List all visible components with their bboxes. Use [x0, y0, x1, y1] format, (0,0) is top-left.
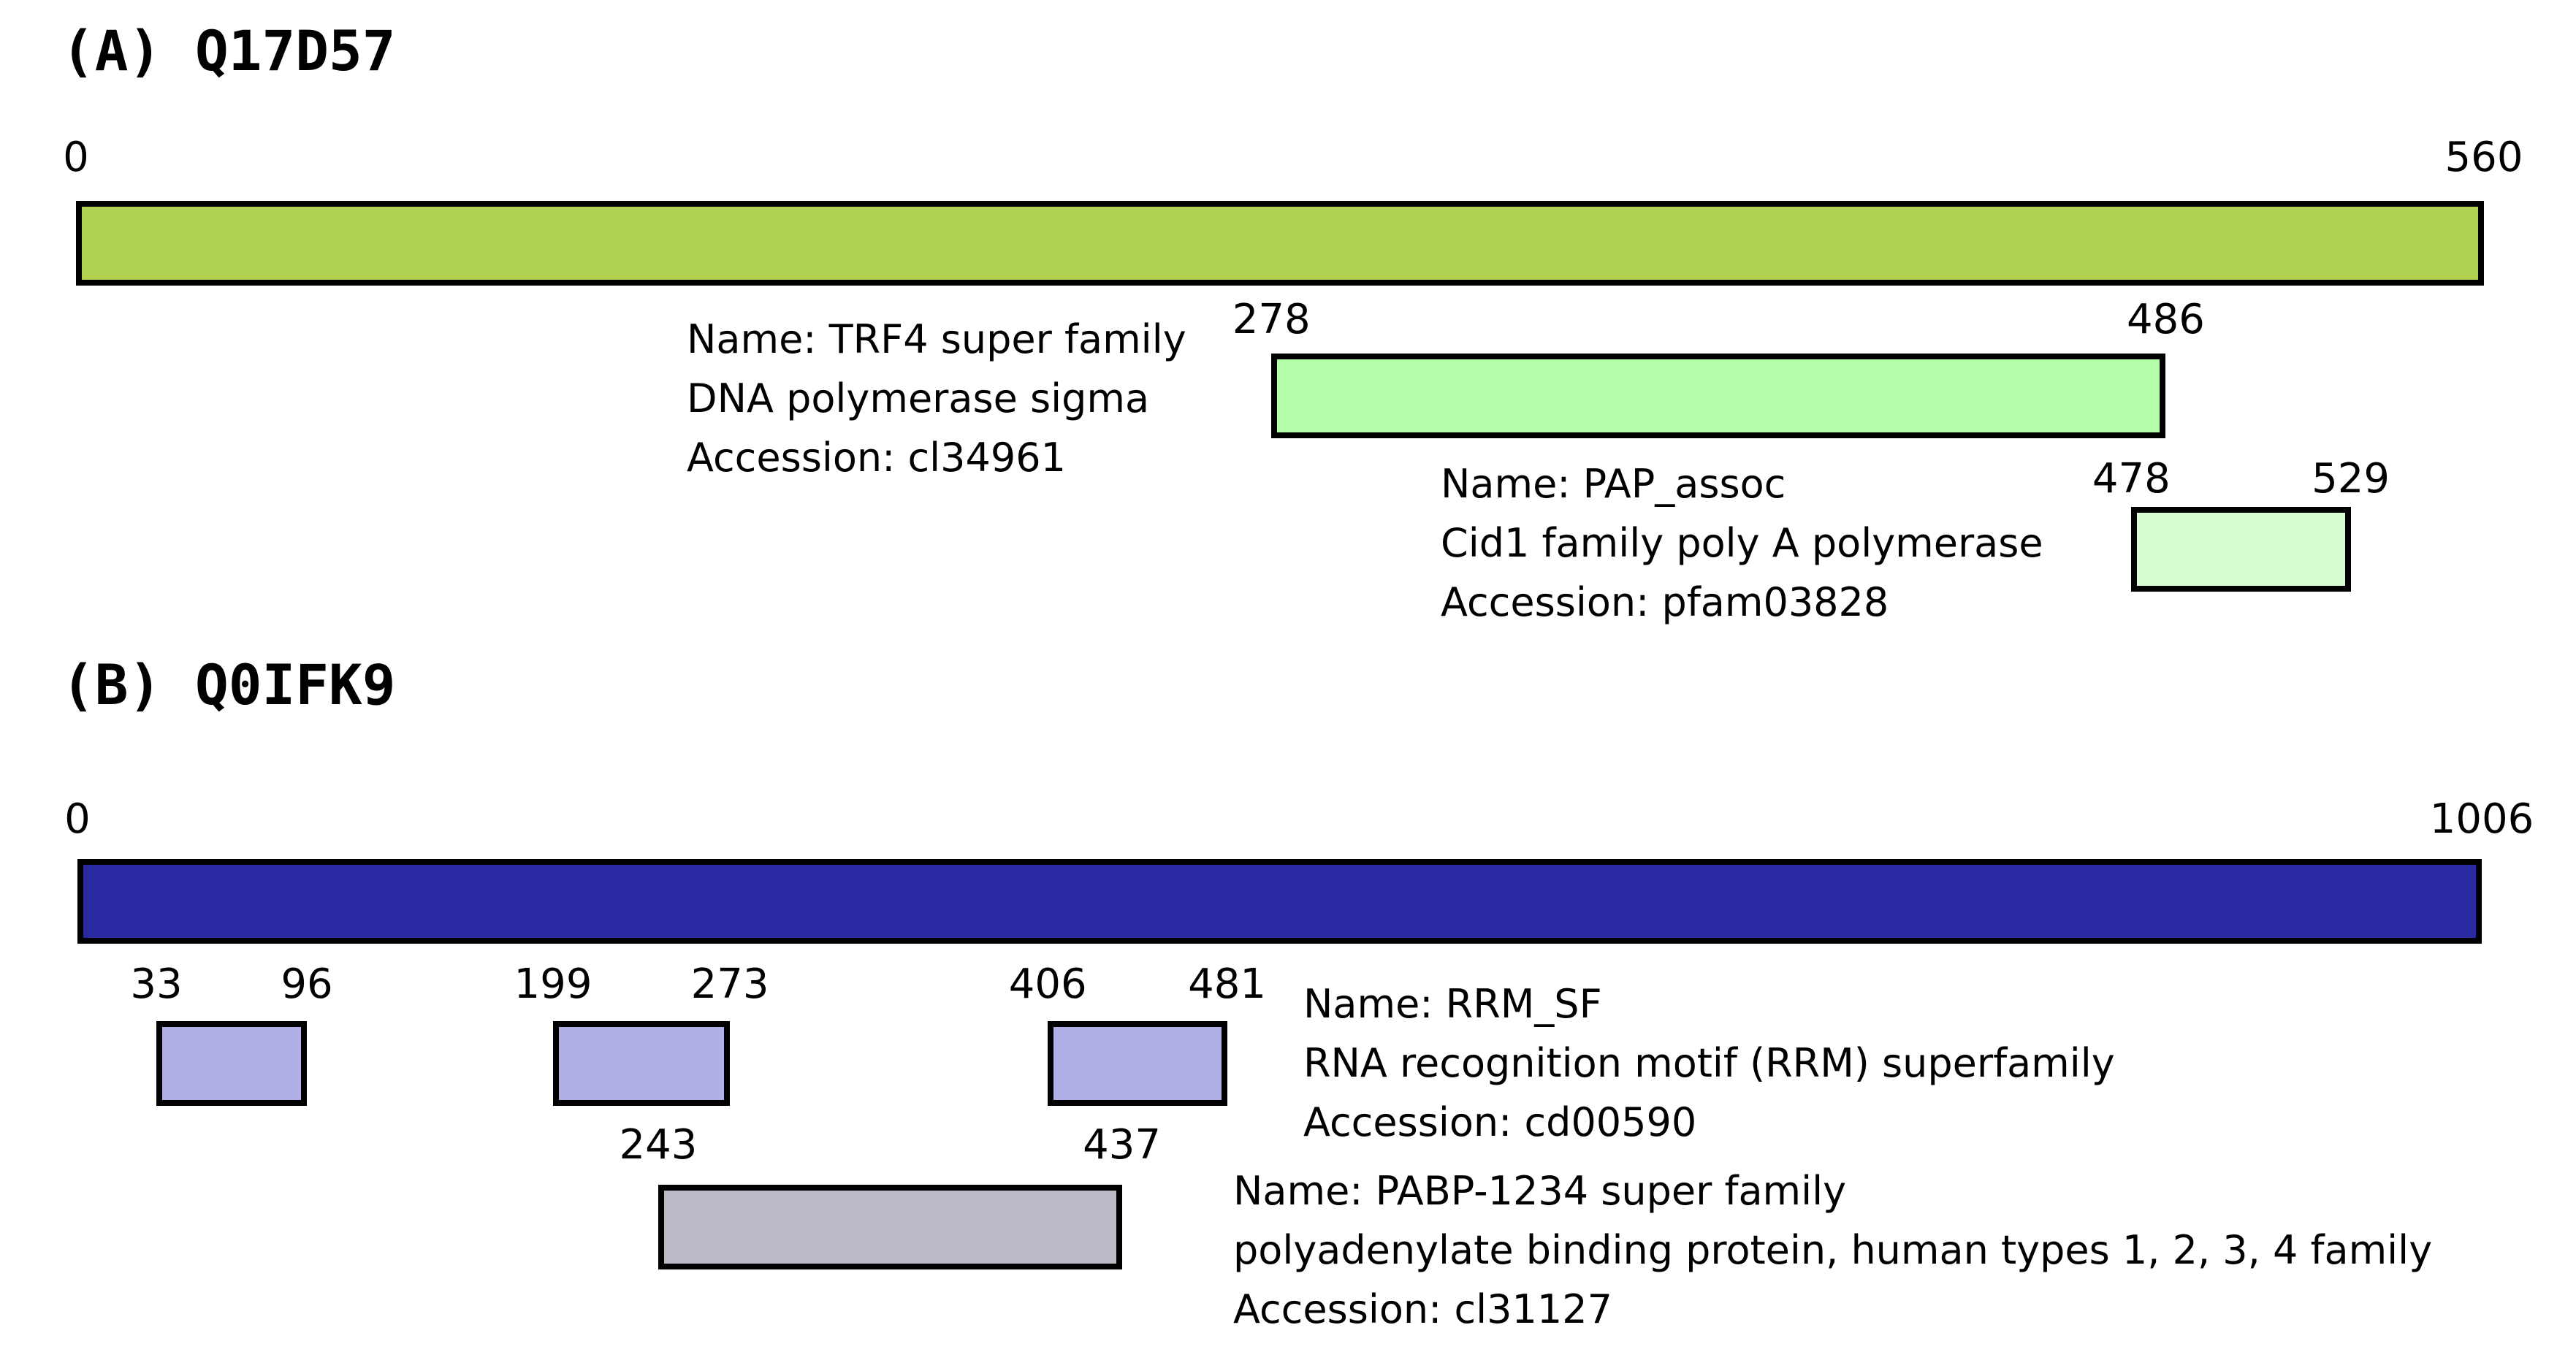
domain-rrm2-bar: [553, 1021, 731, 1106]
domain-rrm3-bar: [1048, 1021, 1227, 1106]
panel-b-title: (B) Q0IFK9: [61, 652, 396, 717]
domain-pap-assoc-end-label: 529: [2312, 455, 2390, 503]
annotation-rrm-sf-accession: Accession: cd00590: [1303, 1099, 1697, 1145]
domain-rrm2-end-label: 273: [690, 960, 769, 1008]
domain-rrm1-bar: [156, 1021, 308, 1106]
domain-trf4-end-label: 486: [2127, 296, 2205, 343]
domain-rrm2-start-label: 199: [514, 960, 592, 1008]
protein-b-bar: [77, 859, 2482, 944]
annotation-pap-assoc-description: Cid1 family poly A polymerase: [1441, 520, 2043, 566]
domain-pabp-end-label: 437: [1083, 1121, 1162, 1169]
protein-b-start-label: 0: [64, 795, 91, 843]
annotation-rrm-sf: Name: RRM_SF RNA recognition motif (RRM)…: [1303, 974, 2115, 1152]
annotation-trf4-accession: Accession: cl34961: [687, 435, 1066, 481]
domain-pabp-start-label: 243: [619, 1121, 698, 1169]
annotation-pap-assoc: Name: PAP_assoc Cid1 family poly A polym…: [1441, 454, 2043, 632]
panel-a-title: (A) Q17D57: [61, 18, 396, 83]
domain-trf4-bar: [1271, 354, 2166, 438]
domain-pap-assoc-start-label: 478: [2092, 455, 2171, 503]
annotation-rrm-sf-name: Name: RRM_SF: [1303, 981, 1602, 1027]
annotation-rrm-sf-description: RNA recognition motif (RRM) superfamily: [1303, 1040, 2115, 1086]
domain-rrm1-start-label: 33: [130, 960, 183, 1008]
protein-b-end-label: 1006: [2429, 795, 2534, 843]
protein-a-bar: [76, 201, 2484, 286]
annotation-pabp-1234-accession: Accession: cl31127: [1233, 1286, 1612, 1332]
protein-a-end-label: 560: [2444, 134, 2523, 181]
domain-trf4-start-label: 278: [1232, 296, 1311, 343]
annotation-pap-assoc-name: Name: PAP_assoc: [1441, 461, 1786, 507]
annotation-trf4-description: DNA polymerase sigma: [687, 375, 1150, 421]
domain-rrm3-end-label: 481: [1188, 960, 1266, 1008]
annotation-pabp-1234: Name: PABP-1234 super family polyadenyla…: [1233, 1161, 2432, 1339]
domain-rrm3-start-label: 406: [1008, 960, 1087, 1008]
annotation-trf4-name: Name: TRF4 super family: [687, 316, 1186, 362]
annotation-pap-assoc-accession: Accession: pfam03828: [1441, 579, 1889, 625]
annotation-pabp-1234-name: Name: PABP-1234 super family: [1233, 1168, 1847, 1214]
protein-a-start-label: 0: [63, 134, 89, 181]
domain-pap-assoc-bar: [2131, 507, 2351, 592]
annotation-pabp-1234-description: polyadenylate binding protein, human typ…: [1233, 1227, 2433, 1273]
domain-pabp-bar: [658, 1185, 1122, 1269]
annotation-trf4: Name: TRF4 super family DNA polymerase s…: [687, 310, 1186, 487]
domain-rrm1-end-label: 96: [281, 960, 333, 1008]
